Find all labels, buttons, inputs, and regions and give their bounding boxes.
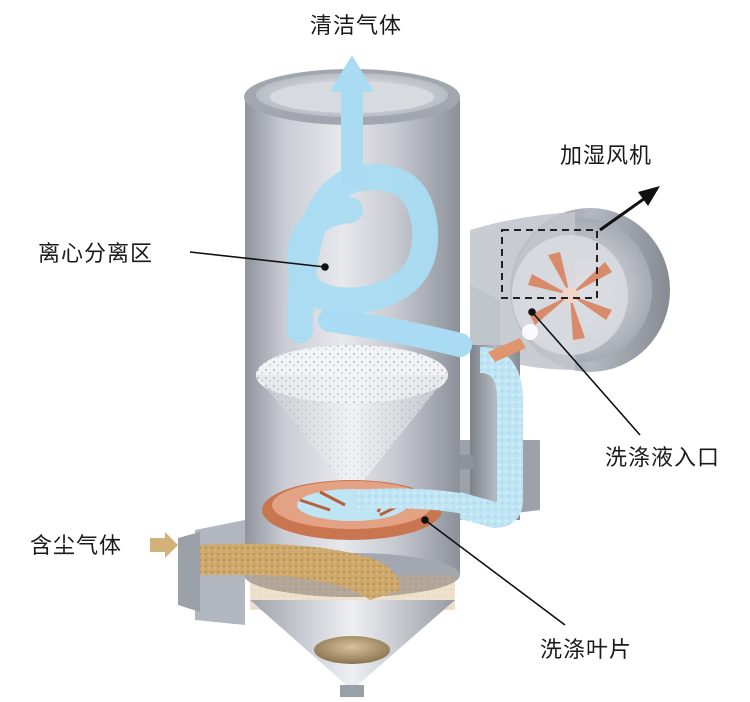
leader-wash-inlet: [531, 311, 641, 436]
label-wash-blades: 洗涤叶片: [540, 638, 633, 663]
leader-centrifugal-dot: [321, 263, 329, 271]
leader-wash-inlet-dot: [528, 308, 536, 316]
fan-exhaust-arrow: [599, 186, 660, 232]
label-clean-gas: 清洁气体: [310, 14, 403, 39]
dusty-gas-arrow: [150, 532, 178, 558]
label-humidifier-fan: 加湿风机: [560, 144, 653, 169]
washing-blades: [262, 480, 472, 540]
fan-impeller: [528, 252, 612, 340]
leader-centrifugal: [189, 251, 326, 268]
lower-chamber: [250, 575, 455, 697]
leader-lines: [189, 251, 641, 626]
leader-blades-dot: [421, 516, 429, 524]
leader-blades: [424, 519, 566, 626]
spiral-airflow: [286, 55, 472, 357]
label-wash-liquid-inlet: 洗涤液入口: [605, 446, 721, 471]
spray-zone: [256, 345, 448, 500]
clean-gas-arrow: [330, 55, 374, 92]
fan-housing: [470, 208, 670, 430]
fan-highlight-box: [501, 229, 598, 299]
label-dusty-gas: 含尘气体: [30, 534, 123, 559]
wash-liquid-nozzle: [488, 324, 538, 362]
label-centrifugal-zone: 离心分离区: [38, 242, 154, 267]
